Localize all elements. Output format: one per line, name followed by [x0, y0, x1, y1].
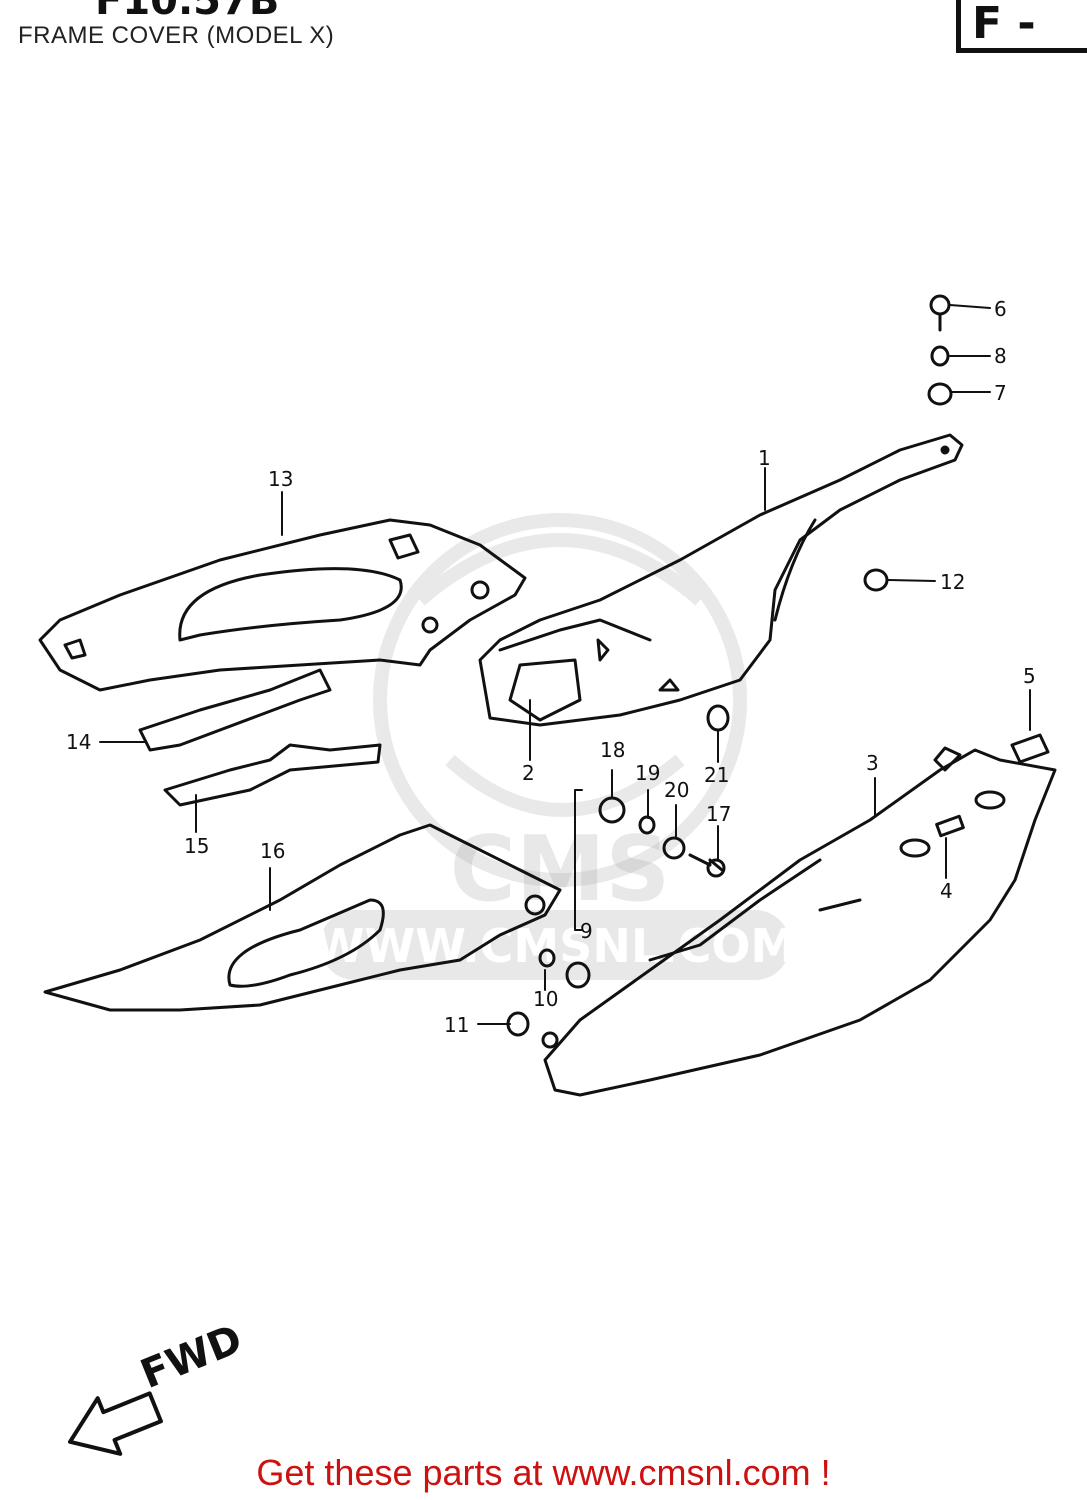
- callout-1: 1: [758, 446, 771, 470]
- callout-20: 20: [664, 778, 689, 802]
- callout-6: 6: [994, 297, 1007, 321]
- part-20-washer: [662, 836, 686, 860]
- callout-13: 13: [268, 467, 293, 491]
- callout-2: 2: [522, 761, 535, 785]
- page-code-box: [956, 0, 1087, 53]
- diagram-subtitle: FRAME COVER (MODEL X): [18, 22, 335, 49]
- callout-17: 17: [706, 802, 731, 826]
- part-15-strip: [163, 743, 382, 807]
- part-3-cover: [543, 748, 1057, 1097]
- callout-5: 5: [1023, 664, 1036, 688]
- fwd-label: FWD: [134, 1316, 248, 1398]
- part-12-cushion: [863, 568, 889, 592]
- callout-19: 19: [635, 761, 660, 785]
- part-9-cushion: [565, 961, 591, 989]
- part-6-bolt: [929, 294, 951, 316]
- page-code: F -: [972, 0, 1036, 49]
- figure-code: F10.57B: [95, 0, 280, 24]
- callout-4: 4: [940, 879, 953, 903]
- callout-15: 15: [184, 834, 209, 858]
- part-16-cover: [43, 823, 562, 1012]
- callout-11: 11: [444, 1013, 469, 1037]
- callout-labels: 1 2 3 4 5 6 7 8 9 10 11 12 13 14 15 16 1…: [66, 297, 1036, 1037]
- cms-watermark-text: CMS WWW.CMSNL.COM: [314, 817, 797, 980]
- callout-10: 10: [533, 987, 558, 1011]
- watermark-brand: CMS: [450, 817, 670, 922]
- part-8-grommet: [930, 345, 950, 367]
- callout-3: 3: [866, 751, 879, 775]
- cms-watermark: [373, 513, 747, 887]
- callout-8: 8: [994, 344, 1007, 368]
- callout-12: 12: [940, 570, 965, 594]
- part-13-cover: [38, 518, 527, 692]
- fwd-direction-arrow: FWD: [68, 1316, 249, 1456]
- part-21-cushion: [706, 704, 730, 732]
- part-10-collar: [538, 948, 556, 968]
- watermark-url: WWW.CMSNL.COM: [314, 919, 797, 973]
- part-7-nut: [927, 382, 953, 406]
- footer-link-text[interactable]: Get these parts at www.cmsnl.com !: [256, 1452, 831, 1493]
- part-1-frame-cover: [478, 433, 964, 727]
- callout-21: 21: [704, 763, 729, 787]
- callout-18: 18: [600, 738, 625, 762]
- part-5-badge: [1010, 733, 1050, 764]
- callout-7: 7: [994, 381, 1007, 405]
- callout-9: 9: [580, 919, 593, 943]
- callout-14: 14: [66, 730, 91, 754]
- callout-16: 16: [260, 839, 285, 863]
- part-14-strip: [138, 668, 332, 752]
